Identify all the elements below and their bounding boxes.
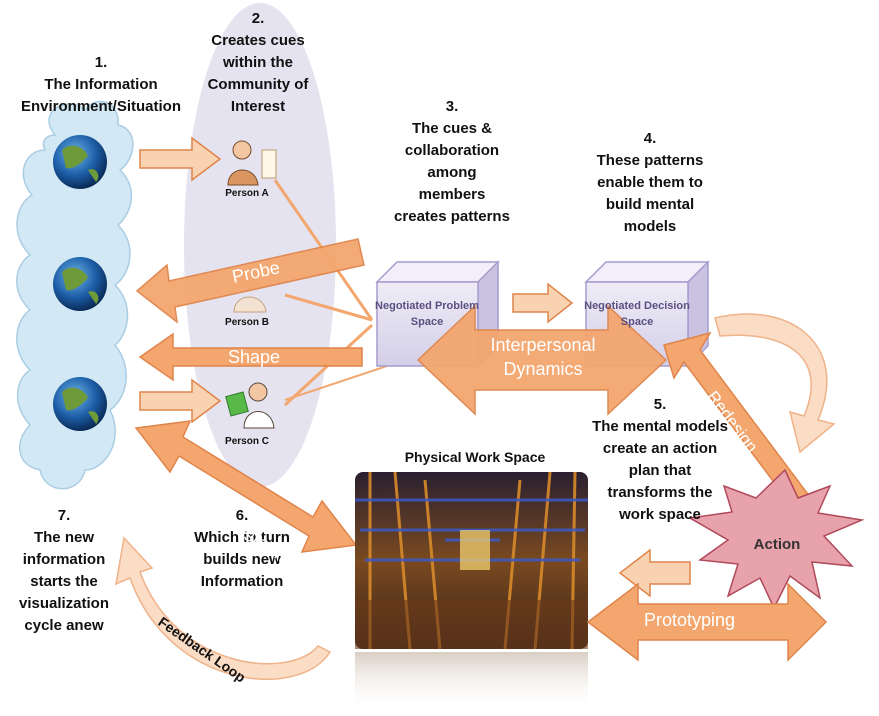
person-c-icon bbox=[225, 382, 275, 429]
step-3-number: 3. bbox=[445, 98, 459, 115]
step-7-text: The new information starts the visualiza… bbox=[18, 529, 110, 634]
step-3: 3. The cues & collaboration among member… bbox=[392, 96, 512, 228]
step-2: 2. Creates cues within the Community of … bbox=[196, 8, 320, 118]
arrow-problem-to-decision bbox=[512, 282, 574, 324]
prototyping-label: Prototyping bbox=[644, 610, 736, 630]
interpersonal-dynamics-text: Interpersonal Dynamics bbox=[490, 335, 596, 379]
step-7: 7. The new information starts the visual… bbox=[4, 505, 124, 637]
globe-icon bbox=[53, 257, 107, 311]
person-a-icon bbox=[227, 140, 277, 186]
step-2-text: Creates cues within the Community of Int… bbox=[207, 32, 309, 115]
globe-icon bbox=[53, 377, 107, 431]
action-label: Action bbox=[753, 536, 801, 553]
shape-label: Shape bbox=[228, 347, 281, 367]
step-7-number: 7. bbox=[57, 507, 71, 524]
physical-work-space-image bbox=[355, 471, 588, 650]
step-1-number: 1. bbox=[94, 54, 108, 71]
step-5: 5. The mental models create an action pl… bbox=[592, 394, 728, 526]
arrow-to-person-c bbox=[139, 378, 222, 424]
step-4: 4. These patterns enable them to build m… bbox=[580, 128, 720, 238]
globe-icon bbox=[53, 135, 107, 189]
workspace-title: Physical Work Space bbox=[404, 449, 546, 465]
problem-space-label: Negotiated Problem Space bbox=[375, 300, 479, 328]
step-4-text: These patterns enable them to build ment… bbox=[596, 152, 704, 235]
curved-arrow-right bbox=[714, 313, 836, 454]
prototyping-arrow bbox=[586, 582, 828, 662]
step-6: 6. Which in turn builds new Information bbox=[186, 505, 298, 593]
probe-arrow bbox=[135, 238, 365, 324]
step-5-text: The mental models create an action plan … bbox=[592, 418, 728, 523]
step-1: 1. The Information Environment/Situation bbox=[6, 52, 196, 118]
step-2-number: 2. bbox=[251, 10, 265, 27]
step-5-number: 5. bbox=[653, 396, 667, 413]
step-1-text: The Information Environment/Situation bbox=[20, 76, 181, 115]
step-3-text: The cues & collaboration among members c… bbox=[394, 120, 510, 225]
shape-arrow bbox=[138, 332, 363, 382]
arrow-to-person-a bbox=[139, 136, 222, 182]
person-a-label: Person A bbox=[225, 188, 269, 199]
connector-line bbox=[284, 293, 373, 322]
person-c-label: Person C bbox=[225, 436, 269, 447]
interpersonal-dynamics-label: Interpersonal Dynamics bbox=[468, 333, 618, 381]
step-6-number: 6. bbox=[235, 507, 249, 524]
person-b-label: Person B bbox=[225, 317, 269, 328]
interpersonal-dynamics-arrow bbox=[416, 304, 668, 416]
feedback-loop-arrow bbox=[115, 536, 332, 680]
step-4-number: 4. bbox=[643, 130, 657, 147]
decision-space-label: Negotiated Decision Space bbox=[584, 300, 690, 328]
step-6-text: Which in turn builds new Information bbox=[194, 529, 290, 590]
work-space-reflection bbox=[355, 652, 588, 712]
